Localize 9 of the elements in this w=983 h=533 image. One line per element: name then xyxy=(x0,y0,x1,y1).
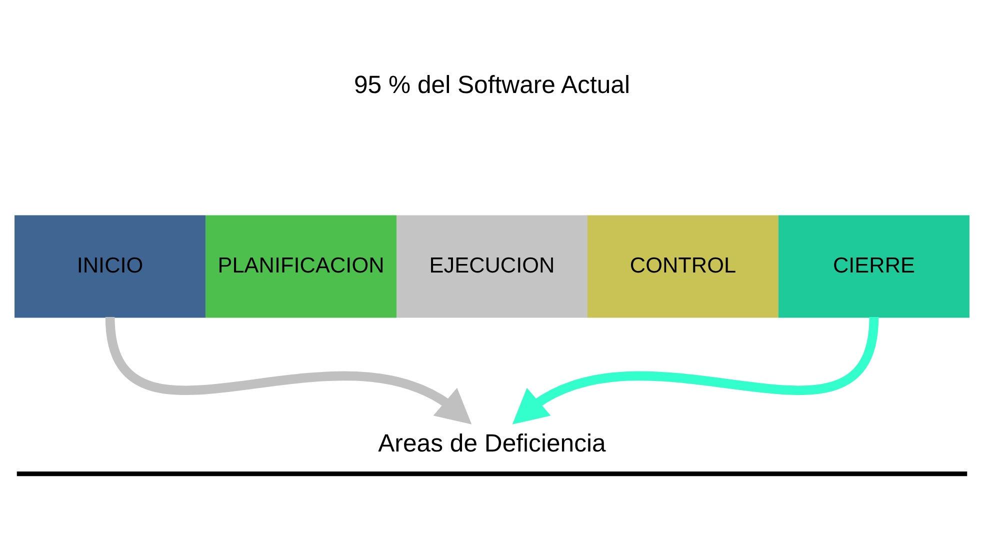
node-box: PLANIFICACION xyxy=(205,215,396,318)
node-box: CONTROL xyxy=(587,215,778,318)
node-box: EJECUCION xyxy=(396,215,587,318)
node-box: INICIO xyxy=(14,215,206,318)
arrow xyxy=(104,316,472,424)
label: 95 % del Software Actual xyxy=(353,72,630,100)
node-box: CIERRE xyxy=(778,215,969,318)
node-text: Areas de Deficiencia xyxy=(378,430,606,458)
arrow xyxy=(512,316,878,424)
